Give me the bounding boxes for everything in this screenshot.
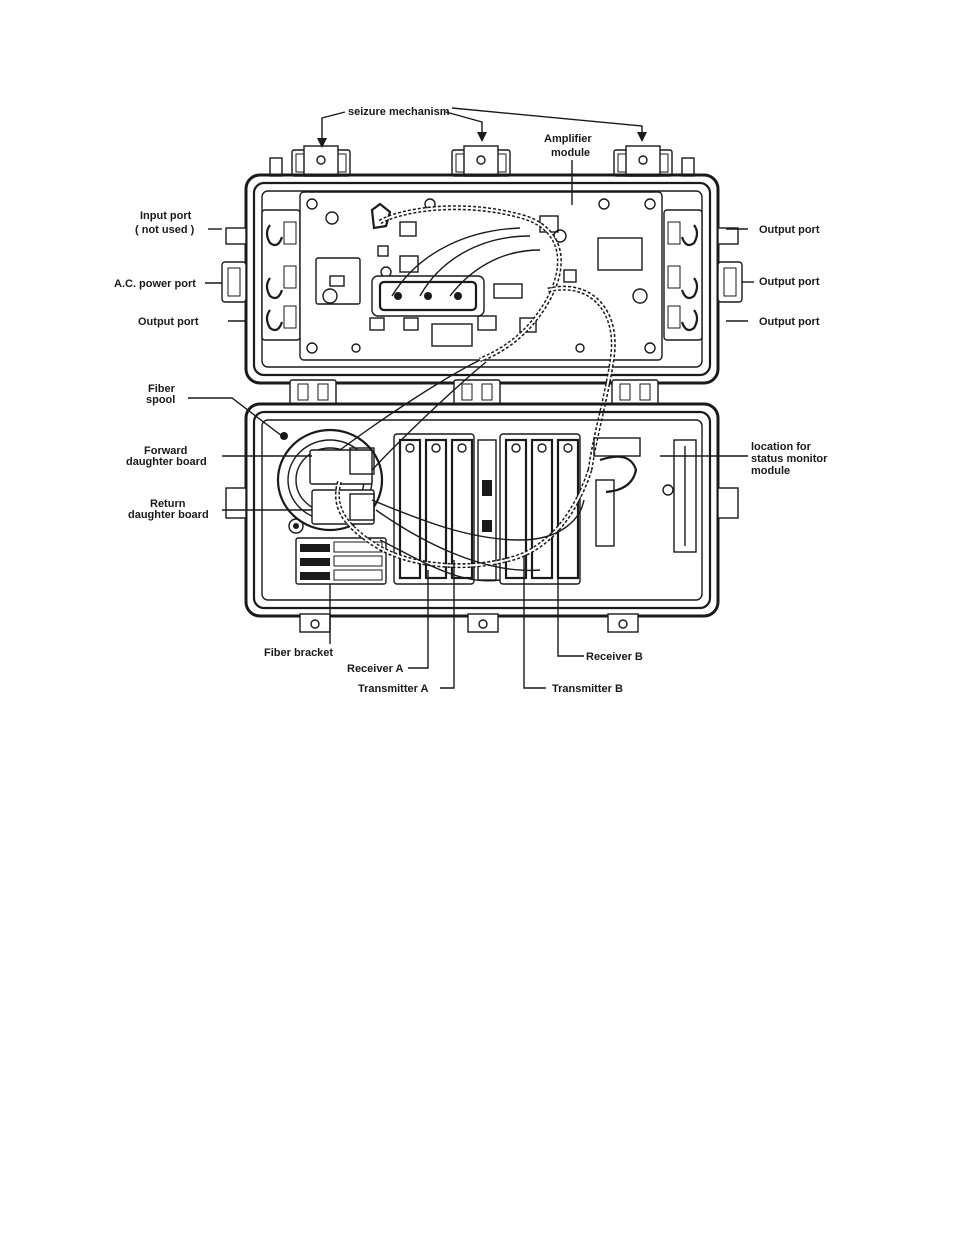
- label-input-port: Input port: [140, 210, 192, 222]
- label-receiver-a: Receiver A: [347, 663, 404, 675]
- label-amplifier-module-2: module: [551, 147, 590, 159]
- label-forward-daughter-board-2: daughter board: [126, 456, 207, 468]
- label-return-daughter-board: Return: [150, 498, 186, 510]
- label-input-port-2: ( not used ): [135, 224, 195, 236]
- label-output-port-right-2: Output port: [759, 276, 820, 288]
- label-seizure-mechanism: seizure mechanism: [348, 106, 450, 118]
- leader-lines: [188, 107, 754, 689]
- label-amplifier-module: Amplifier: [544, 133, 592, 145]
- label-fiber-bracket: Fiber bracket: [264, 647, 333, 659]
- label-transmitter-a: Transmitter A: [358, 683, 429, 695]
- hinge-clamps: [289, 379, 659, 405]
- label-status-monitor-3: module: [751, 465, 790, 477]
- label-receiver-b: Receiver B: [586, 651, 643, 663]
- label-output-port-right-3: Output port: [759, 316, 820, 328]
- label-fiber-spool: Fiber: [148, 383, 176, 395]
- labels: seizure mechanism Amplifier module Input…: [114, 106, 828, 695]
- upper-lid: [221, 173, 743, 471]
- label-fiber-spool-2: spool: [146, 394, 175, 406]
- label-ac-power-port: A.C. power port: [114, 278, 196, 290]
- label-transmitter-b: Transmitter B: [552, 683, 623, 695]
- seizure-clamps-top: [269, 145, 695, 177]
- label-forward-daughter-board: Forward: [144, 445, 187, 457]
- label-return-daughter-board-2: daughter board: [128, 509, 209, 521]
- label-output-port-left: Output port: [138, 316, 199, 328]
- lower-base: [225, 359, 739, 633]
- label-status-monitor: location for: [751, 441, 812, 453]
- label-status-monitor-2: status monitor: [751, 453, 828, 465]
- label-output-port-right-1: Output port: [759, 224, 820, 236]
